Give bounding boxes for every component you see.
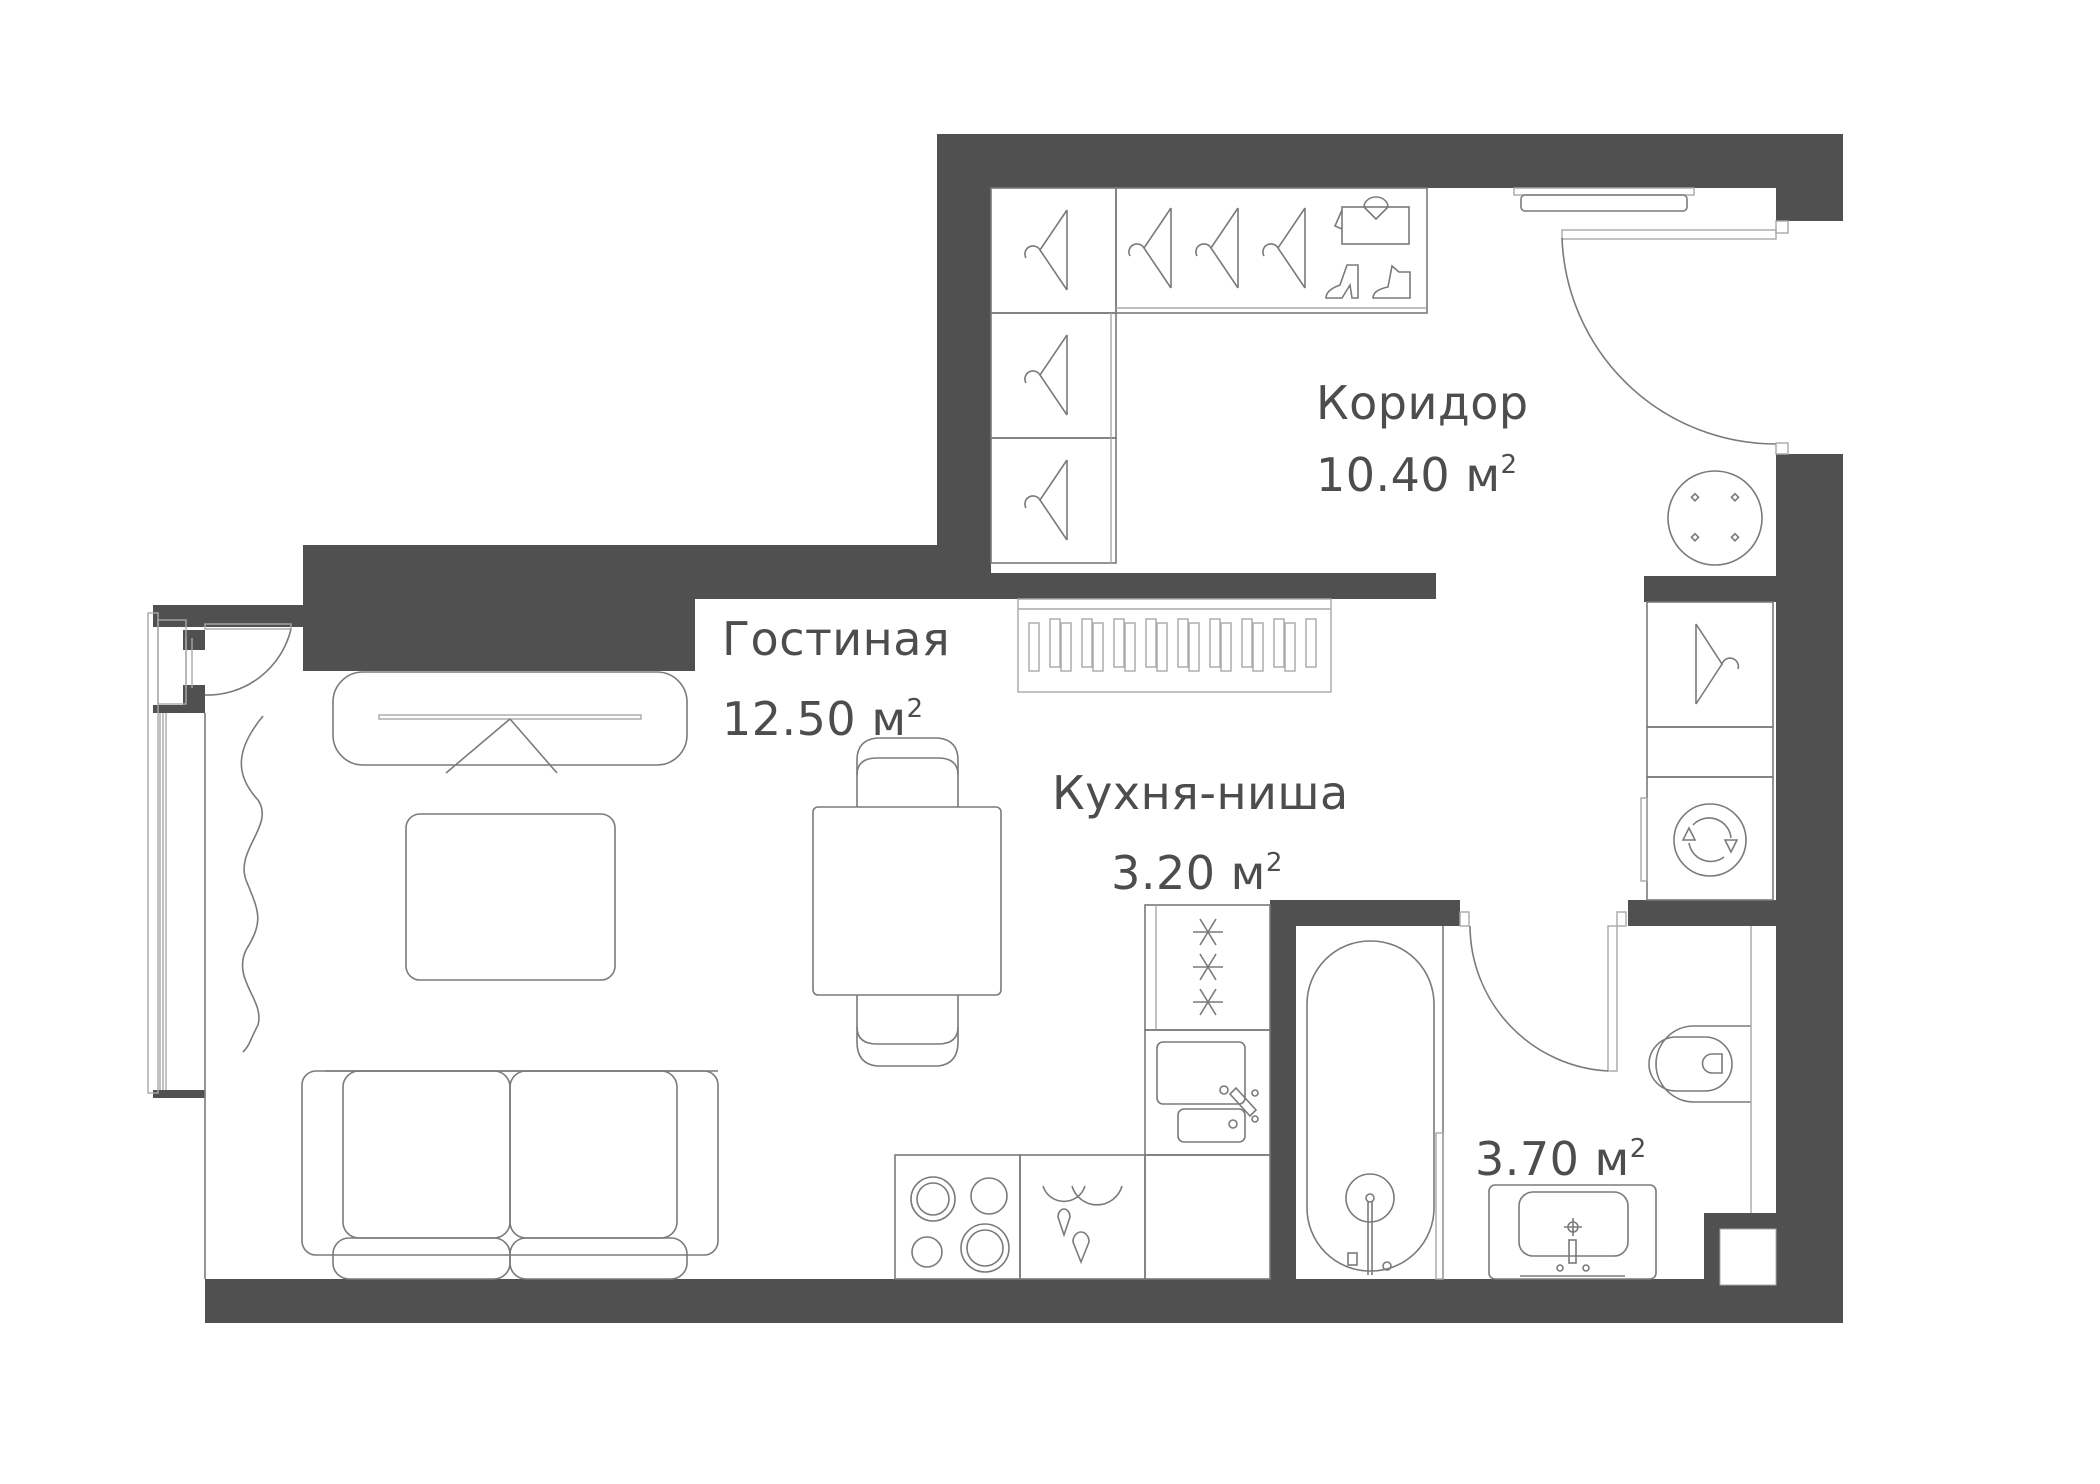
kitchen-sink-icon xyxy=(1156,1041,1259,1143)
coffee-table xyxy=(405,813,616,981)
sofa xyxy=(301,1070,719,1280)
washing-machine-icon xyxy=(1673,803,1747,877)
room-label-bathroom: 3.70 м2 xyxy=(1475,1118,1647,1190)
ankle-boot-icon xyxy=(1372,264,1411,299)
radiator xyxy=(1513,187,1695,212)
round-pouf xyxy=(1667,470,1763,566)
toilet xyxy=(1648,926,1752,1213)
room-label-corridor: Коридор 10.40 м2 xyxy=(1316,372,1529,506)
room-area: 3.20 м2 xyxy=(1111,846,1283,900)
walls xyxy=(153,134,1843,1323)
room-name: Гостиная xyxy=(722,612,951,666)
room-area: 3.70 м2 xyxy=(1475,1132,1647,1186)
room-label-living: Гостиная 12.50 м2 xyxy=(722,608,950,750)
bathroom-door[interactable] xyxy=(1459,911,1627,1072)
room-name: Кухня-ниша xyxy=(1052,766,1349,820)
wardrobe xyxy=(990,187,1428,564)
gas-hob-icon xyxy=(1193,918,1223,1016)
electric-hob-icon xyxy=(910,1176,1010,1273)
balcony-window xyxy=(147,612,206,1279)
kitchen-units xyxy=(894,904,1271,1280)
room-area: 10.40 м2 xyxy=(1316,448,1518,502)
bathtub xyxy=(1306,926,1444,1280)
room-label-kitchen: Кухня-ниша 3.20 м2 xyxy=(1052,762,1349,904)
hanger-icons xyxy=(1024,207,1306,541)
dining-table xyxy=(812,806,1002,996)
shirt-icon xyxy=(1333,196,1410,245)
entry-door[interactable] xyxy=(1561,220,1789,455)
balcony-door[interactable] xyxy=(204,623,292,696)
shoe-rack xyxy=(1017,598,1332,693)
curtain xyxy=(240,715,264,1053)
tv-unit xyxy=(332,671,688,774)
washbasin xyxy=(1488,1184,1657,1280)
utility-cabinet xyxy=(1640,601,1774,901)
chair-top xyxy=(856,737,959,807)
room-area: 12.50 м2 xyxy=(722,692,924,746)
dishes-icon xyxy=(1042,1185,1123,1265)
boot-icon xyxy=(1325,264,1359,299)
chair-bottom xyxy=(856,995,959,1067)
room-name: Коридор xyxy=(1316,376,1529,430)
